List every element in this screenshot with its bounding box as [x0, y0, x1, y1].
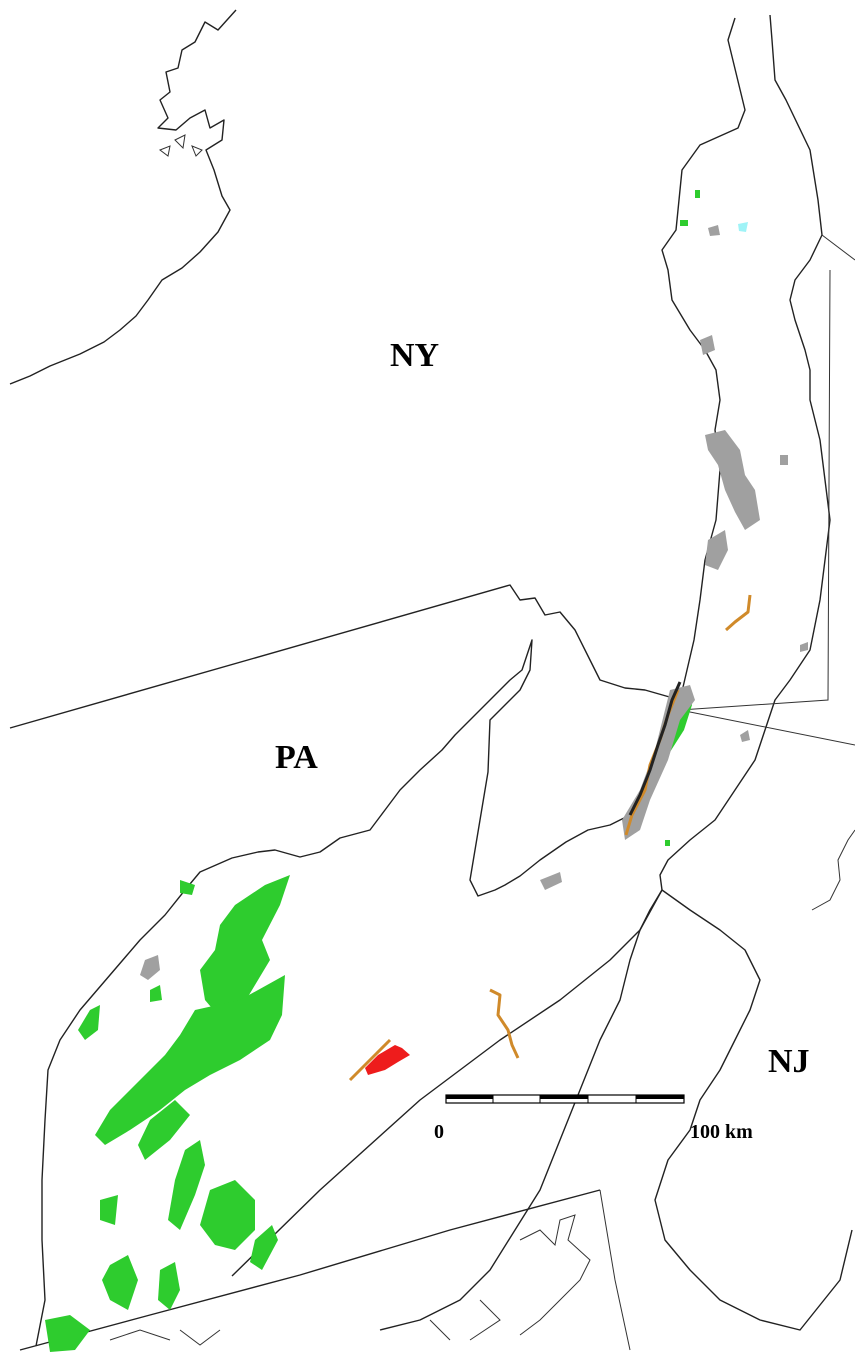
pa-md-boundary	[19, 1189, 601, 1351]
de-boundary	[599, 1189, 631, 1351]
lake-shoreline	[9, 9, 237, 385]
dark-corridor-edge	[628, 681, 682, 816]
chesapeake-shoreline	[109, 1214, 591, 1346]
cyan-feature	[738, 222, 748, 232]
state-label-nj: NJ	[768, 1043, 810, 1080]
scale-start-label: 0	[434, 1121, 444, 1143]
valley-corridor-east	[379, 14, 831, 1331]
scale-bar	[445, 1094, 685, 1104]
gray-regions	[140, 225, 808, 980]
ct-boundary	[679, 234, 855, 746]
scale-end-label: 100 km	[690, 1121, 753, 1143]
state-label-pa: PA	[275, 739, 318, 776]
nj-coast	[654, 889, 853, 1331]
red-feature	[365, 1045, 410, 1075]
green-regions	[45, 190, 700, 1352]
state-label-ny: NY	[390, 337, 439, 374]
pa-nj-boundary	[231, 889, 663, 1277]
long-island-edge	[811, 829, 855, 911]
ny-pa-boundary	[9, 584, 681, 729]
lake-islands	[158, 134, 203, 157]
